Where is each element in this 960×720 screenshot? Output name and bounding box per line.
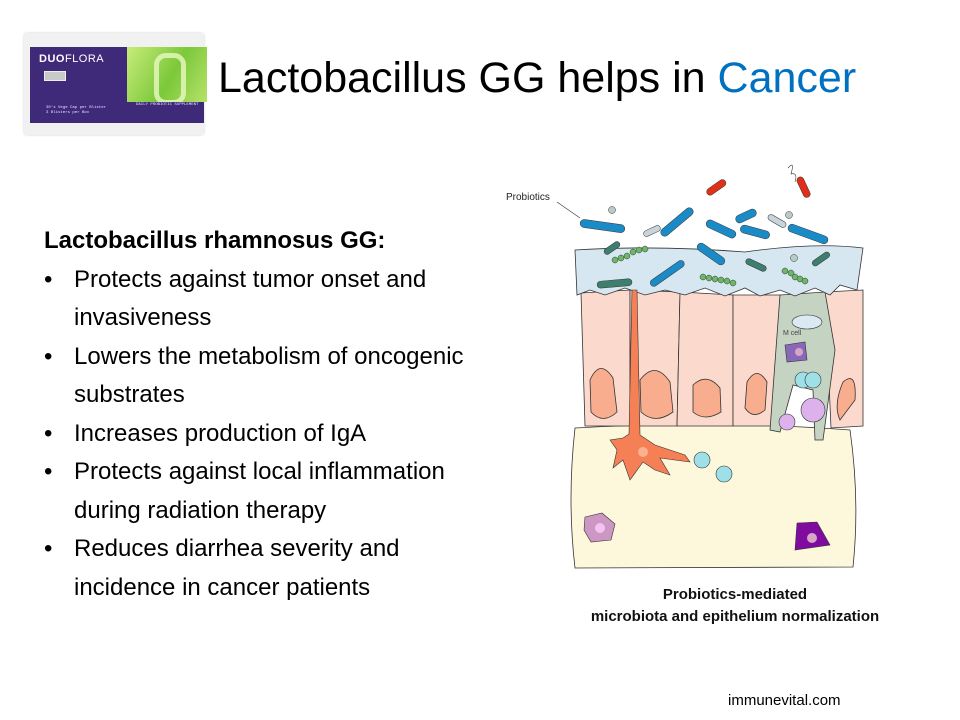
product-line-2: 3 Blisters per Box [46,111,90,115]
blister-icon [44,71,66,81]
title-accent: Cancer [717,54,857,102]
epithelium-diagram: M cell [506,164,879,625]
brand-bold: DUO [39,53,65,65]
product-box-band [127,102,204,123]
bullet-content: Lactobacillus rhamnosus GG: Protects aga… [44,222,504,607]
product-tagline: DAILY PROBIOTIC SUPPLEMENT [136,103,199,107]
product-box-purple-panel [30,47,127,123]
slide-title: Lactobacillus GG helps in Cancer [218,54,856,103]
cell-nuclei [589,368,856,421]
dendritic-cell [609,289,691,481]
content-heading: Lactobacillus rhamnosus GG: [44,227,386,254]
product-line-1: 30's Vege Cap per Blister [46,106,107,110]
bullet-list: Protects against tumor onset and invasiv… [44,261,504,608]
m-cell [769,291,836,441]
bullet-item: Reduces diarrhea severity and incidence … [44,530,504,607]
product-box-image: DUOFLORA 30's Vege Cap per Blister 3 Bli… [24,33,207,135]
mucus-layer [574,245,864,297]
title-prefix: Lactobacillus GG helps in [218,54,718,102]
footer-site: immunevital.com [728,692,841,709]
product-logo-icon [154,53,186,105]
probiotics-label: Probiotics [506,192,550,203]
probiotic-bacteria [579,176,830,289]
m-cell-label: M cell [783,330,802,337]
bullet-item: Protects against local inflammation duri… [44,453,504,530]
bullet-item: Lowers the metabolism of oncogenic subst… [44,338,504,415]
bullet-item: Protects against tumor onset and invasiv… [44,261,504,338]
product-brand: DUOFLORA [39,53,104,65]
caption-line-2: microbiota and epithelium normalization [591,608,879,625]
caption-line-1: Probiotics-mediated [663,586,807,603]
bullet-item: Increases production of IgA [44,415,504,454]
brand-light: FLORA [64,53,105,65]
